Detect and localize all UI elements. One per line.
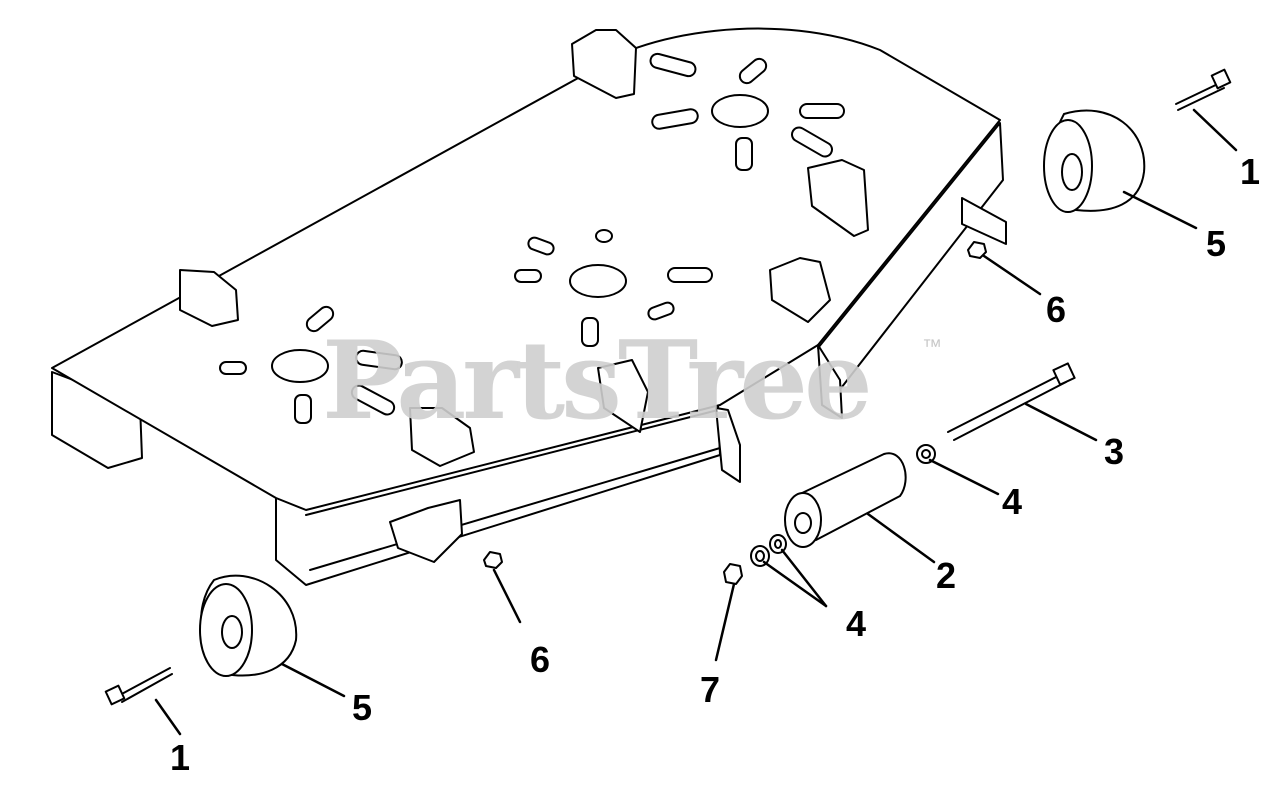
wheel-lower-hub xyxy=(221,615,243,649)
callout-label: 3 xyxy=(1104,431,1125,472)
washer-lower xyxy=(755,550,765,562)
deck-slot xyxy=(350,384,396,416)
lock-nut xyxy=(723,563,743,585)
callout-label: 1 xyxy=(170,737,191,778)
deck-boss xyxy=(595,229,613,243)
deck-slot xyxy=(647,301,675,321)
deck-boss xyxy=(581,317,599,347)
front-anti-scalp-bracket xyxy=(389,499,463,563)
trademark-symbol: ™ xyxy=(922,336,942,358)
callout-label: 7 xyxy=(700,669,721,710)
washer-lower xyxy=(774,539,782,549)
callout-label: 6 xyxy=(1046,289,1067,330)
washer-upper xyxy=(921,449,931,459)
mount-bracket xyxy=(597,359,649,433)
callout-label: 4 xyxy=(1002,481,1023,522)
side-anti-scalp-bracket xyxy=(961,197,1007,245)
nut-side xyxy=(967,241,987,259)
bolt-lower-left xyxy=(104,667,173,706)
front-hanger-plate xyxy=(817,344,843,419)
nut-front xyxy=(483,551,503,569)
mount-bracket xyxy=(409,407,475,467)
deck-slot xyxy=(667,267,713,283)
anti-scalp-roller-hub xyxy=(794,512,812,534)
bolt-upper-right xyxy=(1175,68,1232,111)
deck-slot xyxy=(305,305,335,333)
callout-label: 5 xyxy=(1206,223,1227,264)
spindle-opening-center xyxy=(569,264,627,298)
callout-label: 2 xyxy=(936,555,957,596)
watermark: PartsTree xyxy=(322,318,873,444)
deck-slot xyxy=(651,108,699,130)
axle-bolt-long xyxy=(947,362,1076,441)
leader-lines xyxy=(154,108,1238,736)
deck-boss xyxy=(294,394,312,424)
spindle-opening-left xyxy=(271,349,329,383)
spindle-opening-right xyxy=(711,94,769,128)
deck-slot xyxy=(527,236,555,256)
wheel-upper-hub xyxy=(1061,153,1083,191)
anti-scalp-roller xyxy=(799,452,907,541)
deck-front-rail xyxy=(305,409,721,571)
callout-label: 1 xyxy=(1240,151,1261,192)
callout-label: 4 xyxy=(846,603,867,644)
callout-label: 6 xyxy=(530,639,551,680)
deck-boss xyxy=(735,137,753,171)
callout-label: 5 xyxy=(352,687,373,728)
deck-slot xyxy=(219,361,247,375)
front-hanger-plate xyxy=(715,407,741,483)
mount-bracket xyxy=(807,159,869,237)
deck-slot xyxy=(738,57,768,85)
mount-bracket xyxy=(571,29,637,99)
deck-slot xyxy=(799,103,845,119)
mount-bracket xyxy=(769,257,831,323)
deck-slot xyxy=(514,269,542,283)
deck-slot xyxy=(791,126,833,158)
mount-bracket xyxy=(179,269,239,327)
deck-slot xyxy=(355,349,403,371)
deck-slot xyxy=(649,52,697,78)
